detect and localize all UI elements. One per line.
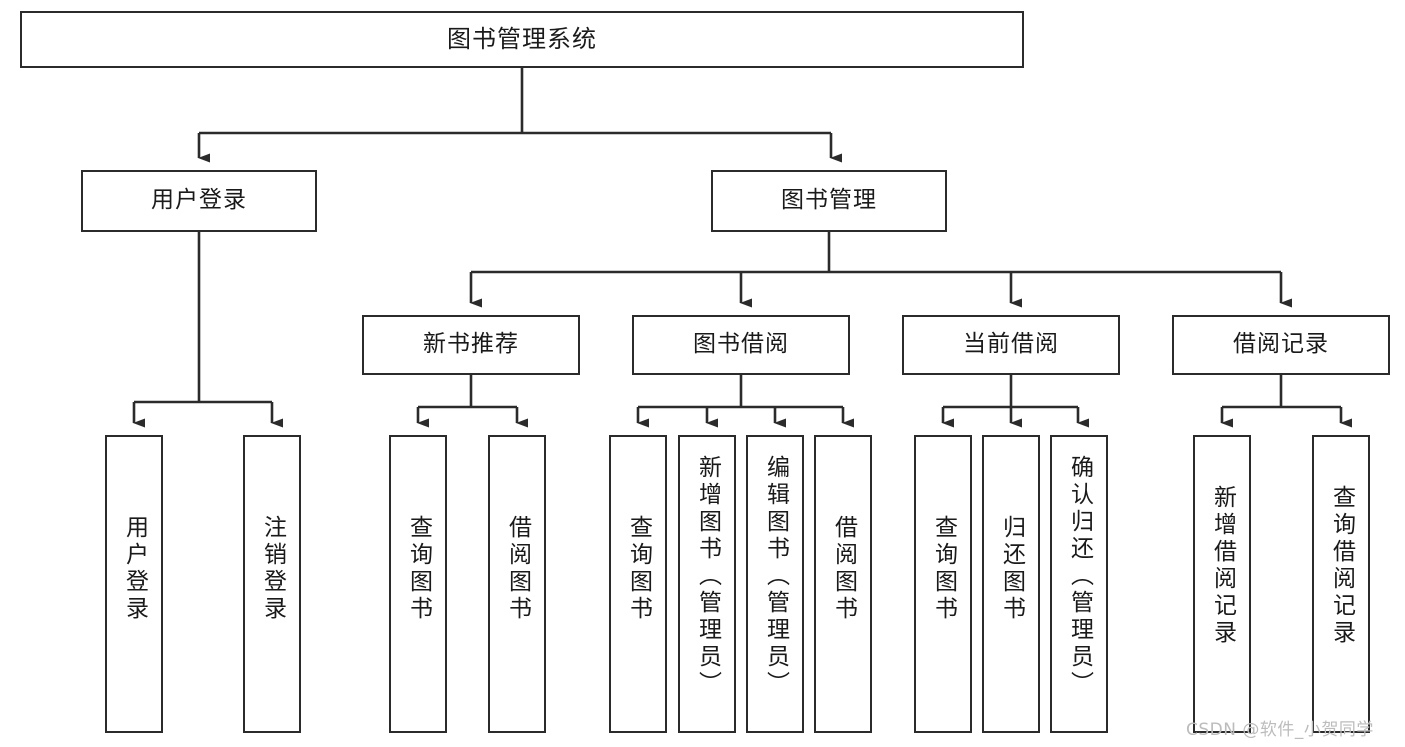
node-label: 确认归还（管理员） bbox=[1066, 455, 1093, 698]
node-label: 当前借阅 bbox=[963, 331, 1059, 358]
node-borrow-record[interactable]: 借阅记录 bbox=[1172, 315, 1390, 375]
node-book-borrow[interactable]: 图书借阅 bbox=[632, 315, 850, 375]
leaf-logout-login[interactable]: 注销登录 bbox=[243, 435, 301, 733]
leaf-return-book[interactable]: 归还图书 bbox=[982, 435, 1040, 733]
node-label: 查询图书 bbox=[930, 515, 957, 623]
node-root-book-management-system[interactable]: 图书管理系统 bbox=[20, 11, 1024, 68]
leaf-query-book-current[interactable]: 查询图书 bbox=[914, 435, 972, 733]
node-label: 查询图书 bbox=[405, 515, 432, 623]
leaf-query-borrow-record[interactable]: 查询借阅记录 bbox=[1312, 435, 1370, 733]
node-label: 新增借阅记录 bbox=[1209, 485, 1236, 647]
node-label: 查询借阅记录 bbox=[1328, 485, 1355, 647]
node-label: 图书管理 bbox=[781, 187, 877, 214]
node-label: 编辑图书（管理员） bbox=[762, 455, 789, 698]
node-new-book-recommend[interactable]: 新书推荐 bbox=[362, 315, 580, 375]
leaf-query-book-borrow[interactable]: 查询图书 bbox=[609, 435, 667, 733]
leaf-add-book-admin[interactable]: 新增图书（管理员） bbox=[678, 435, 736, 733]
node-label: 用户登录 bbox=[151, 187, 247, 214]
csdn-watermark: CSDN @软件_小贺同学 bbox=[1186, 720, 1374, 740]
node-label: 借阅图书 bbox=[504, 515, 531, 623]
leaf-borrow-book-borrow[interactable]: 借阅图书 bbox=[814, 435, 872, 733]
leaf-user-login[interactable]: 用户登录 bbox=[105, 435, 163, 733]
node-book-management[interactable]: 图书管理 bbox=[711, 170, 947, 232]
leaf-borrow-book-recommend[interactable]: 借阅图书 bbox=[488, 435, 546, 733]
node-label: 新书推荐 bbox=[423, 331, 519, 358]
node-user-login[interactable]: 用户登录 bbox=[81, 170, 317, 232]
leaf-confirm-return-admin[interactable]: 确认归还（管理员） bbox=[1050, 435, 1108, 733]
node-label: 借阅图书 bbox=[830, 515, 857, 623]
node-label: 用户登录 bbox=[121, 515, 148, 623]
node-label: 借阅记录 bbox=[1233, 331, 1329, 358]
leaf-query-book-recommend[interactable]: 查询图书 bbox=[389, 435, 447, 733]
node-current-borrow[interactable]: 当前借阅 bbox=[902, 315, 1120, 375]
leaf-add-borrow-record[interactable]: 新增借阅记录 bbox=[1193, 435, 1251, 733]
node-label: 查询图书 bbox=[625, 515, 652, 623]
node-label: 图书借阅 bbox=[693, 331, 789, 358]
node-label: 注销登录 bbox=[259, 515, 286, 623]
leaf-edit-book-admin[interactable]: 编辑图书（管理员） bbox=[746, 435, 804, 733]
node-label: 新增图书（管理员） bbox=[694, 455, 721, 698]
node-label: 归还图书 bbox=[998, 515, 1025, 623]
node-label: 图书管理系统 bbox=[447, 25, 597, 54]
